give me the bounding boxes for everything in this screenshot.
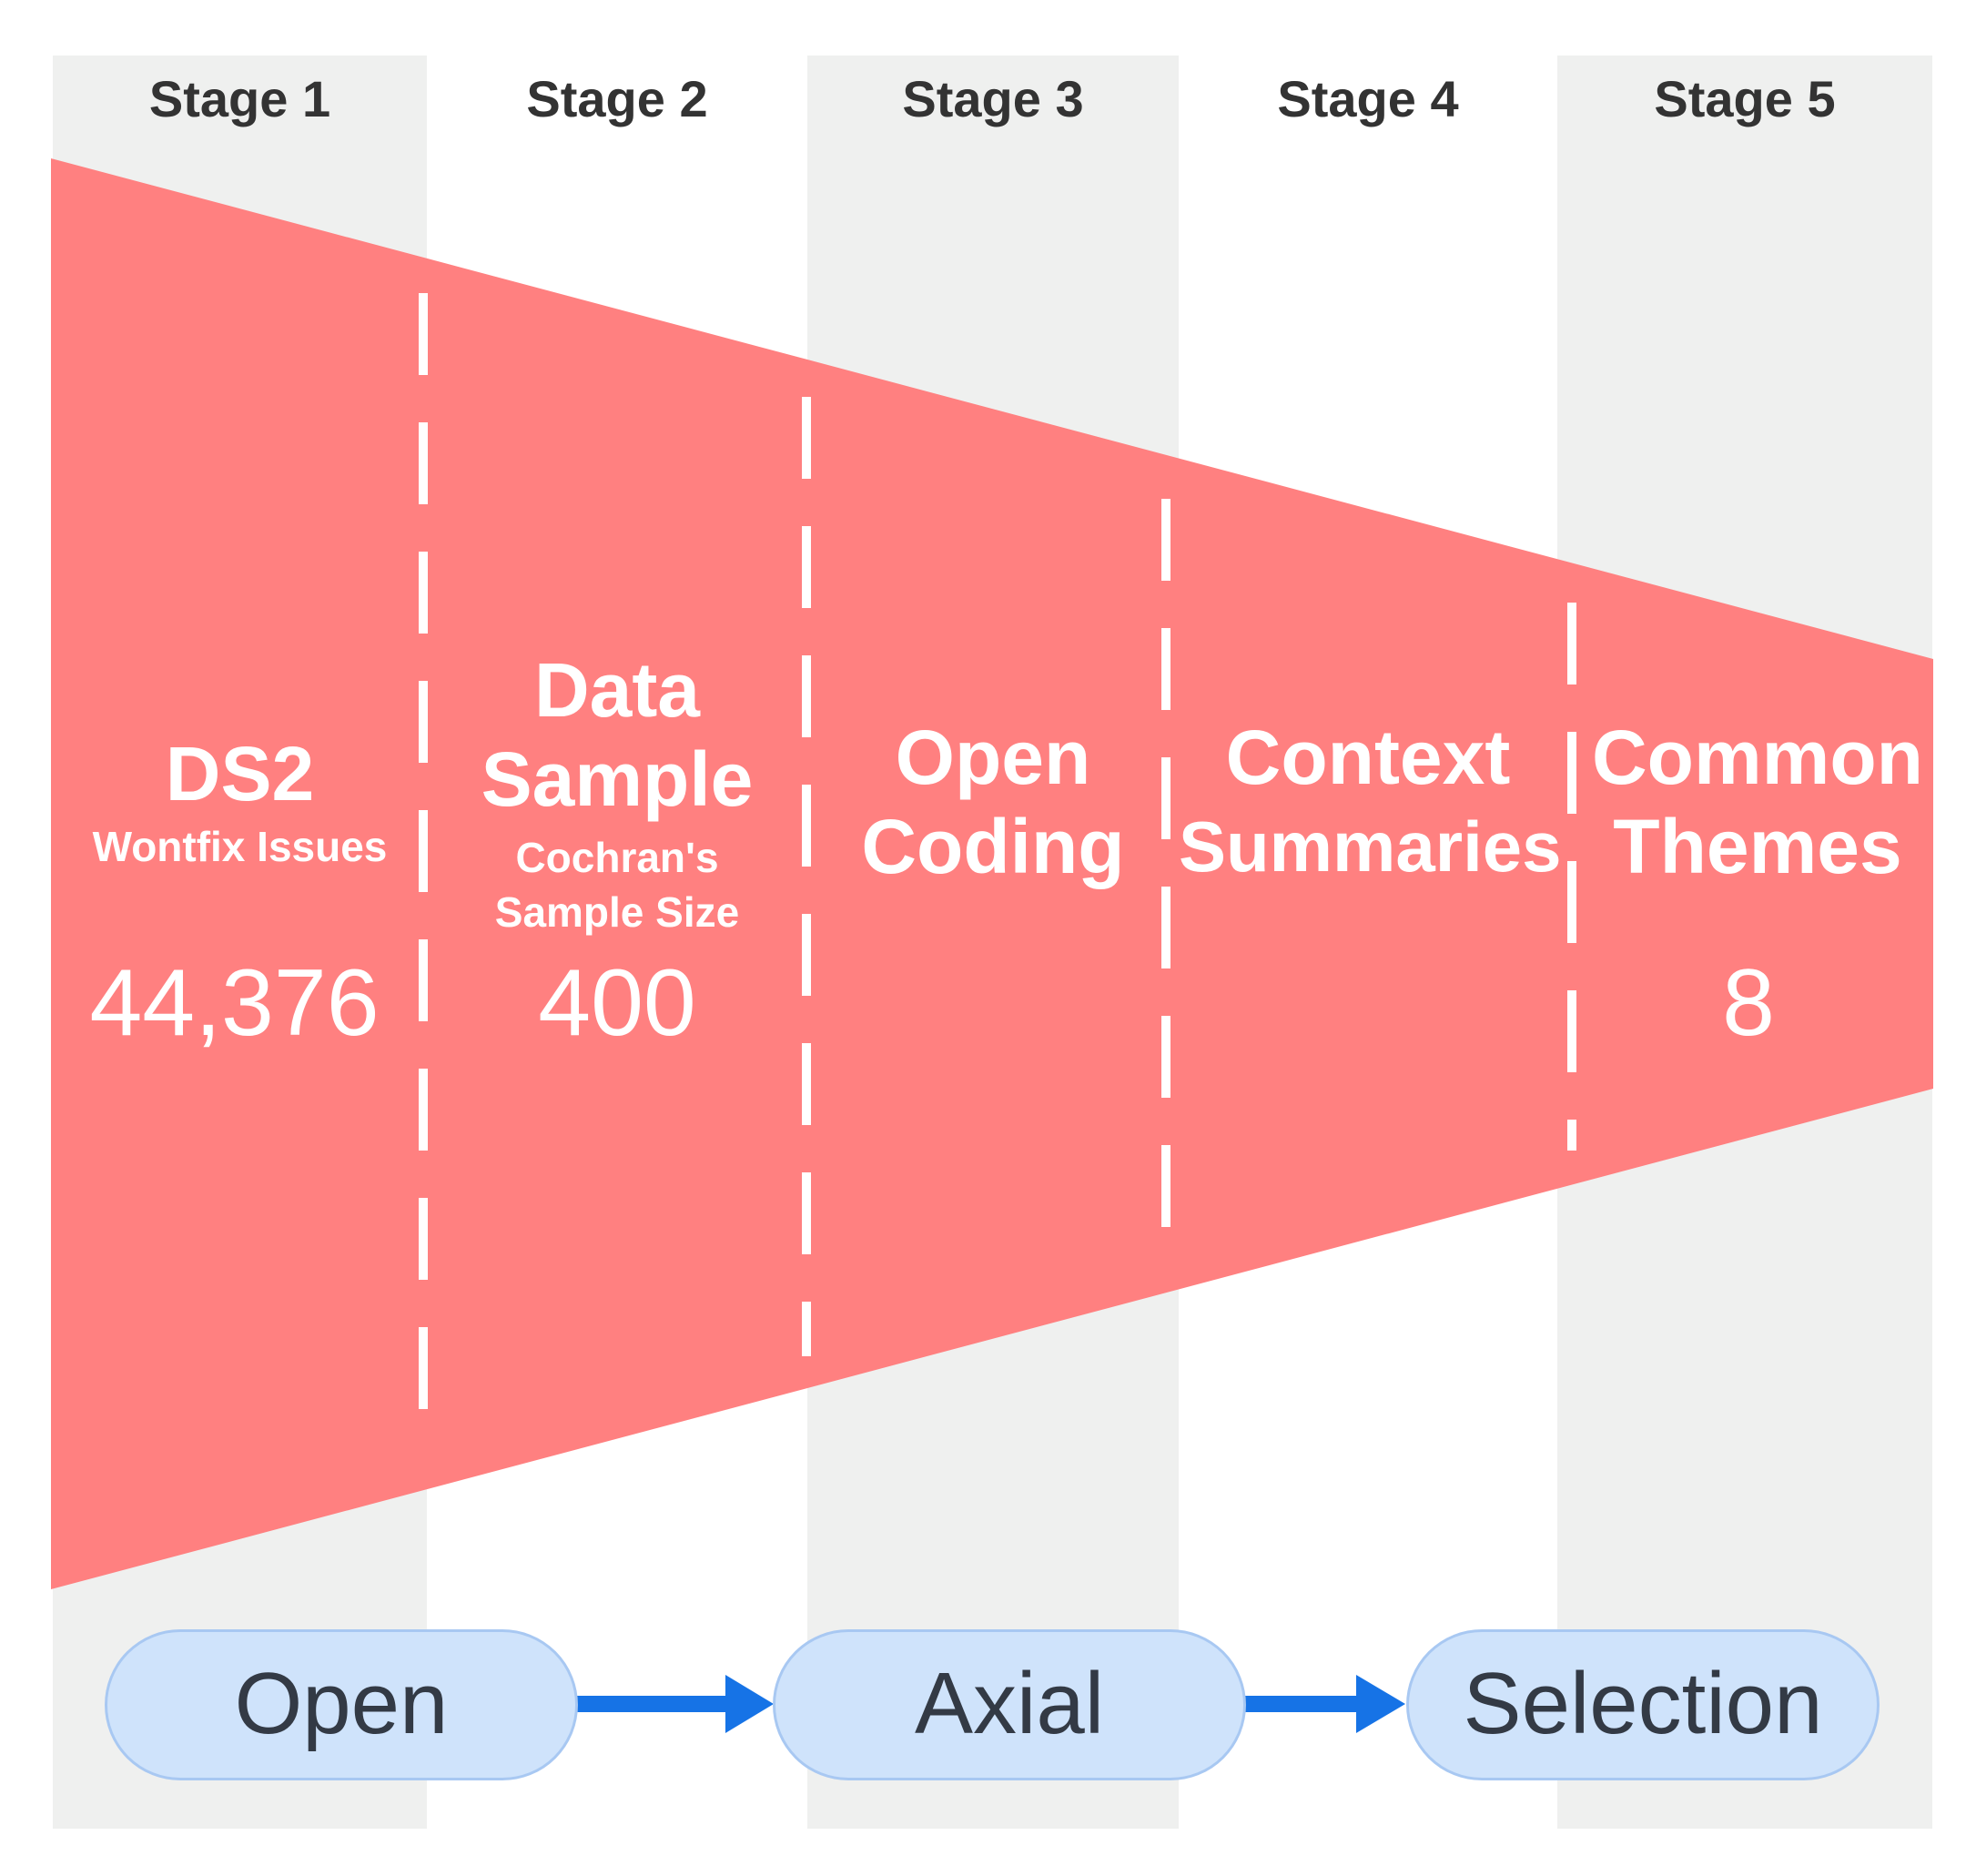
section-3-title-line1: Open	[895, 715, 1091, 800]
section-5-value: 8	[1722, 950, 1775, 1056]
arrow-2-head	[1356, 1675, 1405, 1733]
coding-step-selection: Selection	[1406, 1629, 1880, 1780]
stage-3-label: Stage 3	[902, 70, 1084, 127]
stage-1-label: Stage 1	[148, 70, 331, 127]
funnel-shape	[51, 158, 1933, 1589]
stage-4-label: Stage 4	[1277, 70, 1459, 127]
section-2-subtitle-line2: Sample Size	[494, 888, 740, 936]
section-1-value: 44,376	[89, 950, 380, 1056]
stage-2-label: Stage 2	[526, 70, 708, 127]
coding-step-open: Open	[105, 1629, 578, 1780]
section-4-title-line1: Context	[1225, 715, 1511, 800]
section-5-title-line2: Themes	[1613, 804, 1902, 889]
section-2-title-line1: Data	[533, 647, 701, 733]
arrow-1-shaft	[577, 1696, 732, 1712]
section-2-title-line2: Sample	[481, 736, 754, 822]
section-4-title-line2: Summaries	[1179, 806, 1562, 887]
section-3-title-line2: Coding	[861, 804, 1125, 889]
arrow-2-shaft	[1245, 1696, 1362, 1712]
section-1-title: DS2	[165, 731, 315, 816]
section-2-value: 400	[538, 950, 696, 1056]
arrow-1-head	[725, 1675, 774, 1733]
coding-step-axial: Axial	[773, 1629, 1246, 1780]
section-5-title-line1: Common	[1592, 715, 1923, 800]
section-2-subtitle-line1: Cochran's	[515, 834, 719, 881]
stage-5-label: Stage 5	[1654, 70, 1836, 127]
section-1-subtitle: Wontfix Issues	[92, 823, 388, 870]
